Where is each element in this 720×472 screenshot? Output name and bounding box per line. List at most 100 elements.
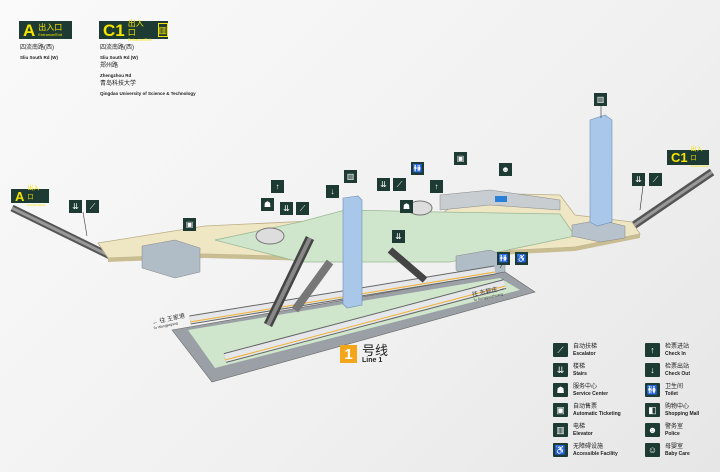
elevator-icon: ▥ xyxy=(344,170,357,183)
entrance-a-destinations: 四流南路(西) Sliu South Rd (W) xyxy=(20,45,58,63)
entrance-en: Entrance/Exit xyxy=(127,36,152,42)
stairs-icon: ⇊ xyxy=(553,363,568,377)
entrance-letter: A xyxy=(23,20,36,40)
service-center-icon: ☗ xyxy=(400,200,413,213)
legend-en: Escalator xyxy=(573,350,596,357)
entrance-c1-passage xyxy=(627,168,715,232)
dest-en: Sliu South Rd (W) xyxy=(20,55,58,60)
ticketing-icon: ▣ xyxy=(183,218,196,231)
legend-en: Shopping Mall xyxy=(665,410,700,417)
toilet-icon: 🚻 xyxy=(497,252,510,265)
police-icon: ☻ xyxy=(645,423,660,437)
stairs-icon: ⇊ xyxy=(392,230,405,243)
accessible-icon: ♿ xyxy=(553,443,568,457)
escalator-icon: ⟋ xyxy=(296,202,309,215)
concourse-edge xyxy=(108,234,640,262)
legend-en: Baby Care xyxy=(665,450,690,457)
legend-cn: 自动扶梯 xyxy=(573,343,598,350)
service-center-left xyxy=(255,227,285,245)
escalators xyxy=(263,236,428,327)
legend-en: Accessible Facility xyxy=(573,450,618,457)
toilet-icon: 🚻 xyxy=(411,162,424,175)
legend-en: Toilet xyxy=(665,390,678,397)
check-in-icon: ↑ xyxy=(645,343,660,357)
entrance-en: Entrance/Exit xyxy=(690,164,709,168)
check-in-icon: ↑ xyxy=(271,180,284,193)
dest-cn: 郑州路 xyxy=(100,63,119,69)
service-center-icon: ☗ xyxy=(553,383,568,397)
train-lower xyxy=(223,279,507,363)
legend-en: Stairs xyxy=(573,370,587,377)
entrance-cn: 出入口 xyxy=(27,185,40,201)
elevator-icon: ▥ xyxy=(157,23,169,37)
escalator-icon: ⟋ xyxy=(649,173,662,186)
entrance-cn: 出入口 xyxy=(690,147,703,162)
legend-cn: 卫生间 xyxy=(665,383,684,390)
dest-en: Zhengzhou Rd xyxy=(100,73,132,78)
legend-cn: 警务室 xyxy=(665,423,684,430)
entrance-c1-destinations: 四流南路(西) Sliu South Rd (W) 郑州路 Zhengzhou Rd… xyxy=(100,45,196,99)
escalator-icon: ⟋ xyxy=(86,200,99,213)
legend-cn: 检票出站 xyxy=(665,363,690,370)
legend-en: Check In xyxy=(665,350,686,357)
ticketing-icon: ▣ xyxy=(454,152,467,165)
dest-en: Sliu South Rd (W) xyxy=(100,55,138,60)
ticket-machine xyxy=(495,196,507,202)
entrance-letter: A xyxy=(15,188,25,204)
legend-en: Elevator xyxy=(573,430,593,437)
dest-cn: 四流南路(西) xyxy=(100,45,134,51)
accessible-icon: ♿ xyxy=(515,252,528,265)
legend-cn: 自动售票 xyxy=(573,403,598,410)
legend-cn: 母婴室 xyxy=(665,443,684,450)
baby-care-icon: ☺ xyxy=(645,443,660,457)
dest-cn: 四流南路(西) xyxy=(20,45,54,51)
police-icon: ☻ xyxy=(499,163,512,176)
entrance-letter: C1 xyxy=(103,20,125,40)
check-out-icon: ↓ xyxy=(645,363,660,377)
legend-cn: 电梯 xyxy=(573,423,586,430)
entrance-en: Entrance/Exit xyxy=(38,32,63,37)
line-cn: 号线 xyxy=(362,343,389,358)
dest-cn: 青岛科技大学 xyxy=(100,81,137,87)
check-out-icon: ↓ xyxy=(326,185,339,198)
check-in-icon: ↑ xyxy=(430,180,443,193)
stairs-icon: ⇊ xyxy=(280,202,293,215)
dest-en: Qingdao University of Science & Technolo… xyxy=(100,91,196,96)
legend-cn: 服务中心 xyxy=(573,383,598,390)
left-building xyxy=(141,239,201,279)
service-center-icon: ☗ xyxy=(261,198,274,211)
legend-en: Check Out xyxy=(665,370,691,377)
stairs-icon: ⇊ xyxy=(377,178,390,191)
entrance-cn: 出入口 xyxy=(127,18,144,37)
entrance-en: Entrance/Exit xyxy=(27,202,46,207)
elevator-icon: ▥ xyxy=(594,93,607,106)
shopping-icon: ◧ xyxy=(645,403,660,417)
escalator-icon: ⟋ xyxy=(553,343,568,357)
ticketing-icon: ▣ xyxy=(553,403,568,417)
toilet-icon: 🚻 xyxy=(645,383,660,397)
train-upper xyxy=(189,265,496,325)
escalator-icon: ⟋ xyxy=(393,178,406,191)
legend-cn: 检票进站 xyxy=(665,343,690,350)
legend-en: Service Center xyxy=(573,390,609,397)
legend-en: Automatic Ticketing xyxy=(573,410,621,417)
legend-cn: 购物中心 xyxy=(665,403,690,410)
stairs-icon: ⇊ xyxy=(632,173,645,186)
entrance-a-passage xyxy=(10,204,112,260)
elevator-icon: ▥ xyxy=(553,423,568,437)
